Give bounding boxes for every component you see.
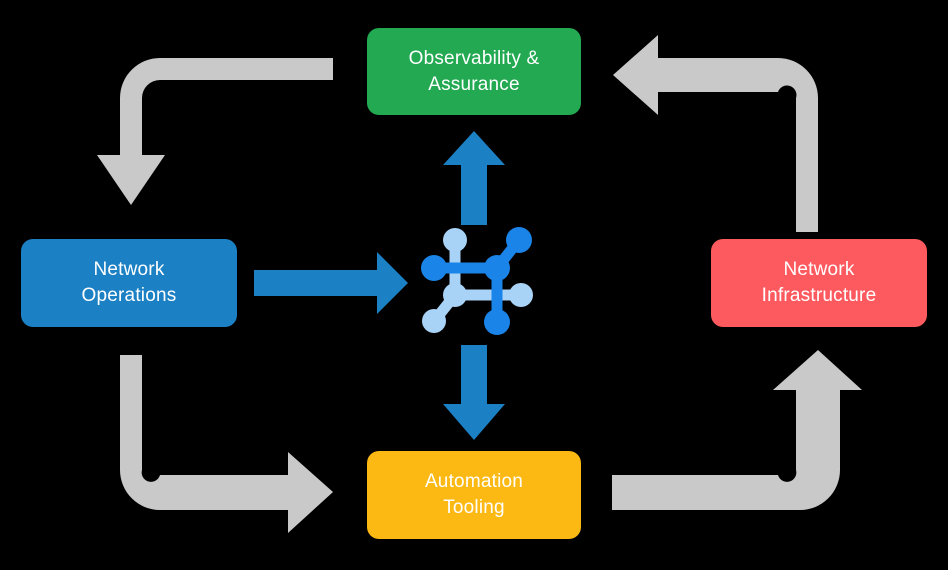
network-topology-icon [421,227,533,335]
arrow-observability-to-operations [97,58,333,205]
arrow-infrastructure-to-observability [613,35,818,232]
node-network-operations-label: Network Operations [81,259,177,306]
node-network-infrastructure[interactable]: Network Infrastructure [711,239,927,327]
arrow-operations-to-automation [120,355,333,533]
arrow-operations-to-center [254,252,408,314]
node-automation-tooling-label: Automation Tooling [424,471,524,518]
node-observability-label: Observability & Assurance [408,47,540,95]
node-network-operations[interactable]: Network Operations [21,239,237,327]
arrow-center-to-automation [443,345,505,440]
node-observability-assurance[interactable]: Observability & Assurance [367,28,581,115]
arrow-automation-to-infrastructure [612,350,862,510]
node-automation-tooling[interactable]: Automation Tooling [367,451,581,539]
node-network-infrastructure-label: Network Infrastructure [761,259,877,306]
arrow-center-to-observability [443,131,505,225]
